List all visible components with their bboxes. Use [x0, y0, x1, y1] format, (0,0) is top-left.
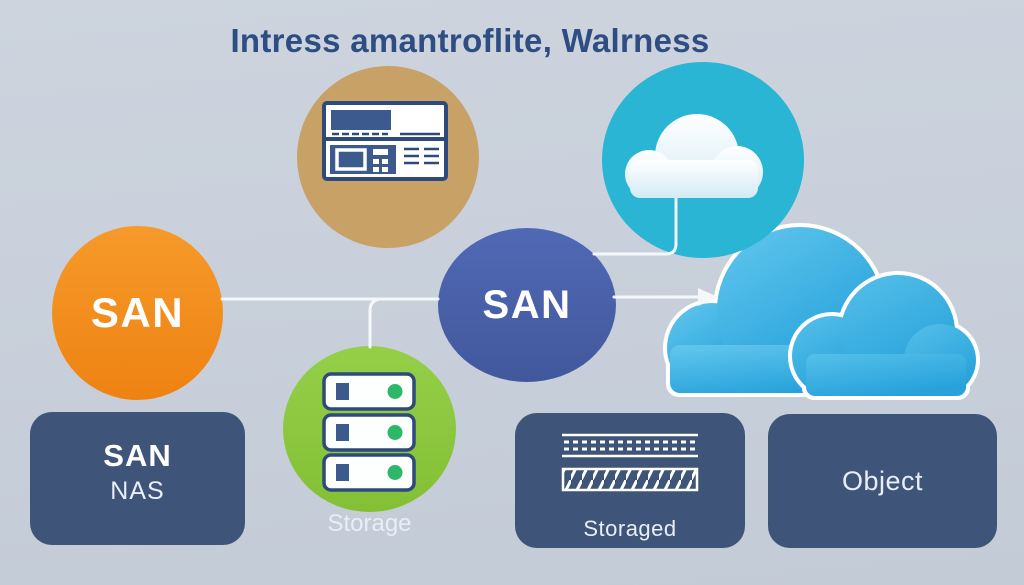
hatched-bar-icon	[561, 467, 699, 492]
arrow-icon	[698, 288, 718, 306]
server-stack-icon	[322, 372, 416, 492]
san-label: SAN	[90, 289, 185, 336]
server-device-icon	[322, 101, 448, 181]
disk-layers-icon	[561, 433, 699, 492]
storaged-box-label: Storaged	[583, 516, 677, 541]
object-box-label: Object	[841, 465, 924, 496]
san-nas-box-line2: NAS	[110, 476, 165, 505]
dashed-strip-icon	[562, 433, 698, 458]
storaged-box: Storaged	[515, 413, 745, 548]
san-label: SAN	[482, 283, 572, 327]
san-nas-box: SAN NAS	[30, 412, 245, 545]
cloud-icon	[625, 114, 763, 198]
diagram-title: Intress amantroflite, Walrness	[230, 22, 710, 59]
san-circle-orange: SAN	[52, 226, 223, 400]
object-box: Object	[768, 414, 997, 548]
san-circle-blue: SAN	[438, 228, 616, 382]
san-nas-box-line1: SAN	[103, 437, 172, 473]
storage-label: Storage	[327, 510, 412, 537]
connector-branch-to-storage	[368, 297, 384, 349]
small-cloud-icon	[788, 271, 980, 400]
